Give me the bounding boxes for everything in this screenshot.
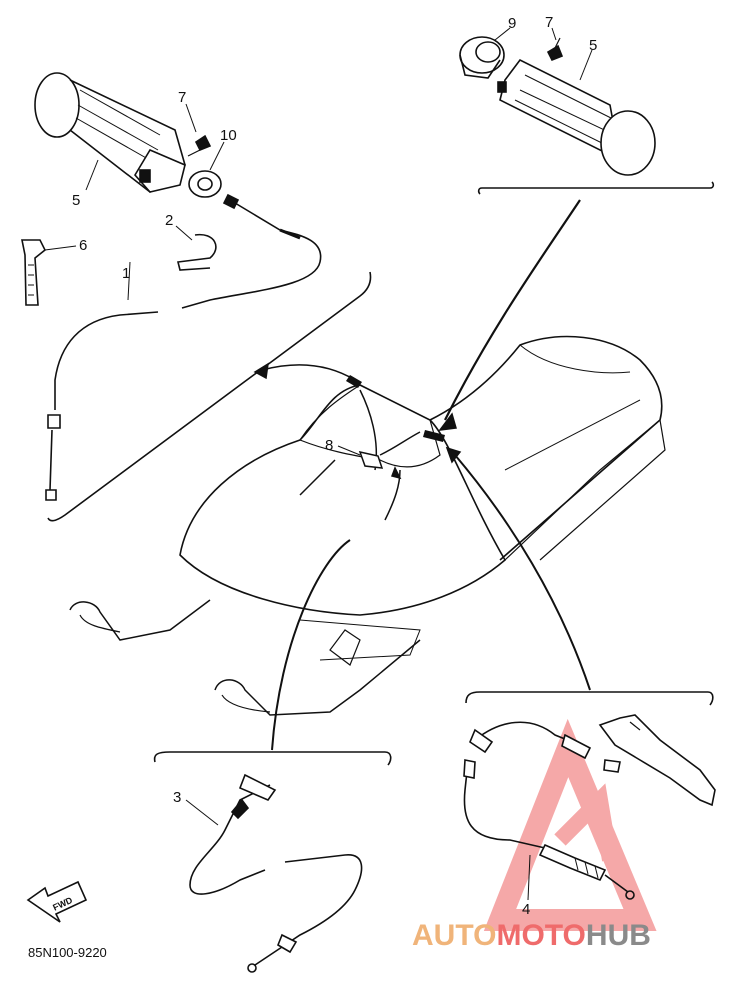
callout-4: 4 <box>522 901 530 918</box>
callout-2: 2 <box>165 212 173 229</box>
callout-5-right: 5 <box>589 37 597 54</box>
grip-left <box>34 72 186 194</box>
svg-text:AUTOMOTOHUB: AUTOMOTOHUB <box>412 919 651 952</box>
brake-cable <box>463 721 581 849</box>
washer-icon <box>188 170 222 198</box>
callout-7-left: 7 <box>178 89 186 106</box>
band-icon <box>21 239 47 306</box>
bracket-clamp <box>358 431 421 469</box>
watermark-logo-triangle <box>483 718 657 931</box>
grip-right <box>497 58 656 176</box>
choke-cable <box>189 784 363 966</box>
clip-icon <box>177 233 217 271</box>
body-clamps <box>346 375 445 442</box>
fwd-arrow-icon: FWD <box>26 880 88 923</box>
watermark-hub: HUB <box>586 919 651 952</box>
routing-arrows <box>253 199 591 751</box>
callout-6: 6 <box>79 237 87 254</box>
ring-icon <box>459 36 505 74</box>
callout-10: 10 <box>220 127 237 144</box>
section-lower-right <box>463 691 716 900</box>
callout-7-right: 7 <box>545 14 553 31</box>
watermark-moto: MOTO <box>496 919 585 952</box>
throttle-cable <box>49 199 322 491</box>
callout-labels: 9 7 5 7 10 5 2 6 1 8 3 4 <box>72 14 597 918</box>
watermark-logo-text: AUTOMOTOHUB <box>412 919 651 952</box>
brake-lever <box>598 714 716 807</box>
section-upper-left <box>21 72 372 522</box>
callout-5-left: 5 <box>72 192 80 209</box>
section-upper-right <box>459 36 715 195</box>
callout-8: 8 <box>325 437 333 454</box>
callout-3: 3 <box>173 789 181 806</box>
watermark-auto: AUTO <box>412 919 496 952</box>
drawing-code: 85N100-9220 <box>28 945 107 960</box>
snowmobile-body <box>69 335 666 716</box>
leader-lines <box>44 27 593 901</box>
section-lower-left <box>153 751 392 973</box>
callout-9: 9 <box>508 15 516 32</box>
callout-1: 1 <box>122 265 130 282</box>
